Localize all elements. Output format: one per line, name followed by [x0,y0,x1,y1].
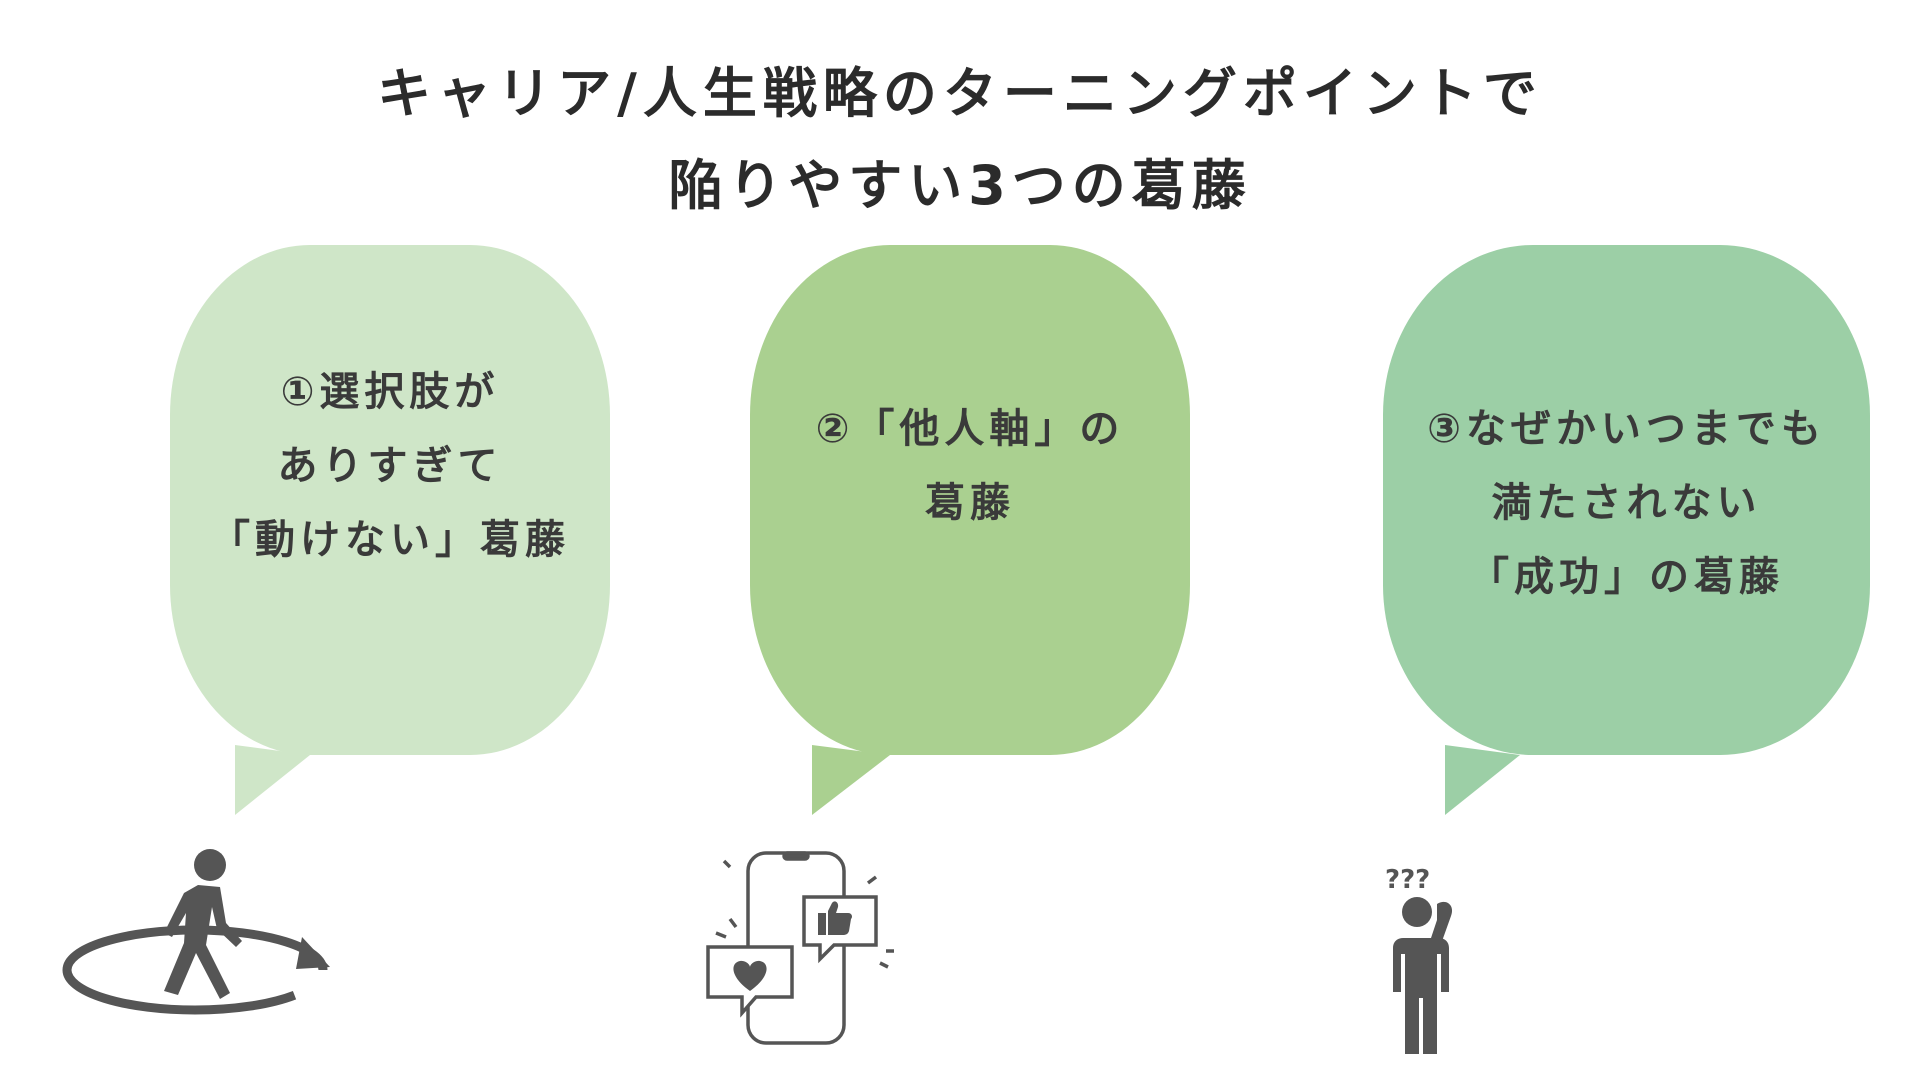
bubble-3-line-3: 「成功」の葛藤 [1469,554,1784,600]
bubble-3-line-1: ③なぜかいつまでも [1427,406,1826,452]
bubble-2-line-2: 葛藤 [925,480,1015,526]
bubble-1-text: ①選択肢が ありすぎて 「動けない」葛藤 [170,355,610,577]
smartphone-social-media-icon [706,851,894,1045]
page-title: キャリア/人生戦略のターニングポイントで 陥りやすい3つの葛藤 [0,48,1920,232]
confused-person-icon: ??? [1385,865,1453,1054]
bubble-1-line-3: 「動けない」葛藤 [210,517,570,563]
speech-bubble-2 [750,245,1190,815]
speech-bubble-1 [170,245,610,815]
bubble-3-line-2: 満たされない [1491,480,1762,526]
bubble-2-line-1: ②「他人軸」の [815,406,1125,452]
bubble-2-text: ②「他人軸」の 葛藤 [750,392,1190,540]
title-line-1: キャリア/人生戦略のターニングポイントで [377,62,1543,125]
bubble-1-line-2: ありすぎて [277,443,503,489]
svg-text:???: ??? [1385,865,1430,895]
title-line-2: 陥りやすい3つの葛藤 [668,154,1252,217]
speech-bubble-3 [1383,245,1870,815]
bubble-3-text: ③なぜかいつまでも 満たされない 「成功」の葛藤 [1383,392,1870,614]
bubble-1-line-1: ①選択肢が [280,369,500,415]
walking-in-circle-icon [62,849,330,1015]
